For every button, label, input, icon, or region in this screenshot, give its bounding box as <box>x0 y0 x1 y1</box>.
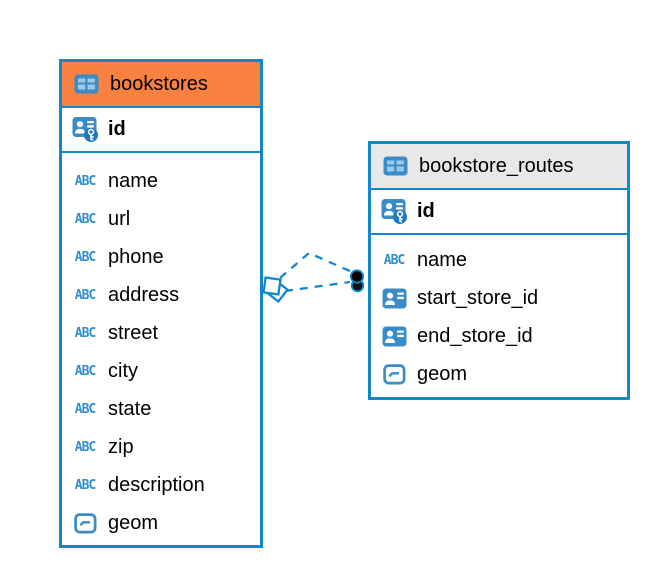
column-name: geom <box>417 362 468 385</box>
reference-id-icon <box>379 326 409 347</box>
column-name: description <box>108 473 205 496</box>
column-row[interactable]: ABC name <box>371 241 627 279</box>
relationship-diamond-marker <box>262 276 290 304</box>
text-type-icon: ABC <box>74 401 96 417</box>
text-type-icon: ABC <box>74 287 96 303</box>
table-header-bookstore-routes[interactable]: bookstore_routes <box>371 144 627 190</box>
text-type-icon: ABC <box>74 439 96 455</box>
text-type-icon: ABC <box>74 363 96 379</box>
table-icon <box>71 74 101 94</box>
column-row[interactable]: ABC zip <box>62 428 260 466</box>
relationship-line[interactable] <box>279 251 353 293</box>
text-type-icon: ABC <box>74 249 96 265</box>
column-name: city <box>108 359 138 382</box>
text-type-icon: ABC <box>74 211 96 227</box>
column-name: address <box>108 283 180 306</box>
column-row[interactable]: ABC url <box>62 200 260 238</box>
column-row-pk-id[interactable]: id <box>62 108 260 153</box>
column-name: start_store_id <box>417 286 539 309</box>
column-name: state <box>108 397 152 420</box>
text-type-icon: ABC <box>74 325 96 341</box>
table-icon <box>380 156 410 176</box>
geometry-type-icon <box>70 512 100 534</box>
text-type-icon: ABC <box>383 252 405 268</box>
entity-table-bookstores[interactable]: bookstores id A <box>59 59 263 548</box>
column-row[interactable]: geom <box>62 504 260 542</box>
table-title: bookstore_routes <box>419 154 574 177</box>
column-name: zip <box>108 435 134 458</box>
table-columns-bookstores: ABC name ABC url ABC phone ABC address A… <box>62 153 260 545</box>
text-type-icon: ABC <box>74 173 96 189</box>
column-name: street <box>108 321 159 344</box>
column-name: end_store_id <box>417 324 533 347</box>
column-row[interactable]: geom <box>371 355 627 393</box>
column-name: id <box>417 200 435 222</box>
primary-key-icon <box>379 198 409 225</box>
column-name: name <box>108 169 159 192</box>
reference-id-icon <box>379 288 409 309</box>
column-name: geom <box>108 511 159 534</box>
table-title: bookstores <box>110 72 208 95</box>
geometry-type-icon <box>379 363 409 385</box>
primary-key-icon <box>70 116 100 143</box>
column-row[interactable]: ABC address <box>62 276 260 314</box>
relationship-dot-marker <box>349 269 365 293</box>
entity-table-bookstore-routes[interactable]: bookstore_routes id <box>368 141 630 400</box>
column-name: id <box>108 118 126 140</box>
column-row[interactable]: start_store_id <box>371 279 627 317</box>
text-type-icon: ABC <box>74 477 96 493</box>
column-name: name <box>417 248 468 271</box>
column-name: phone <box>108 245 164 268</box>
column-row[interactable]: ABC description <box>62 466 260 504</box>
column-row-pk-id[interactable]: id <box>371 190 627 235</box>
table-columns-bookstore-routes: ABC name start_store_id <box>371 235 627 396</box>
column-row[interactable]: ABC street <box>62 314 260 352</box>
table-header-bookstores[interactable]: bookstores <box>62 62 260 108</box>
column-row[interactable]: ABC state <box>62 390 260 428</box>
column-row[interactable]: ABC name <box>62 162 260 200</box>
column-row[interactable]: end_store_id <box>371 317 627 355</box>
column-name: url <box>108 207 131 230</box>
column-row[interactable]: ABC phone <box>62 238 260 276</box>
column-row[interactable]: ABC city <box>62 352 260 390</box>
